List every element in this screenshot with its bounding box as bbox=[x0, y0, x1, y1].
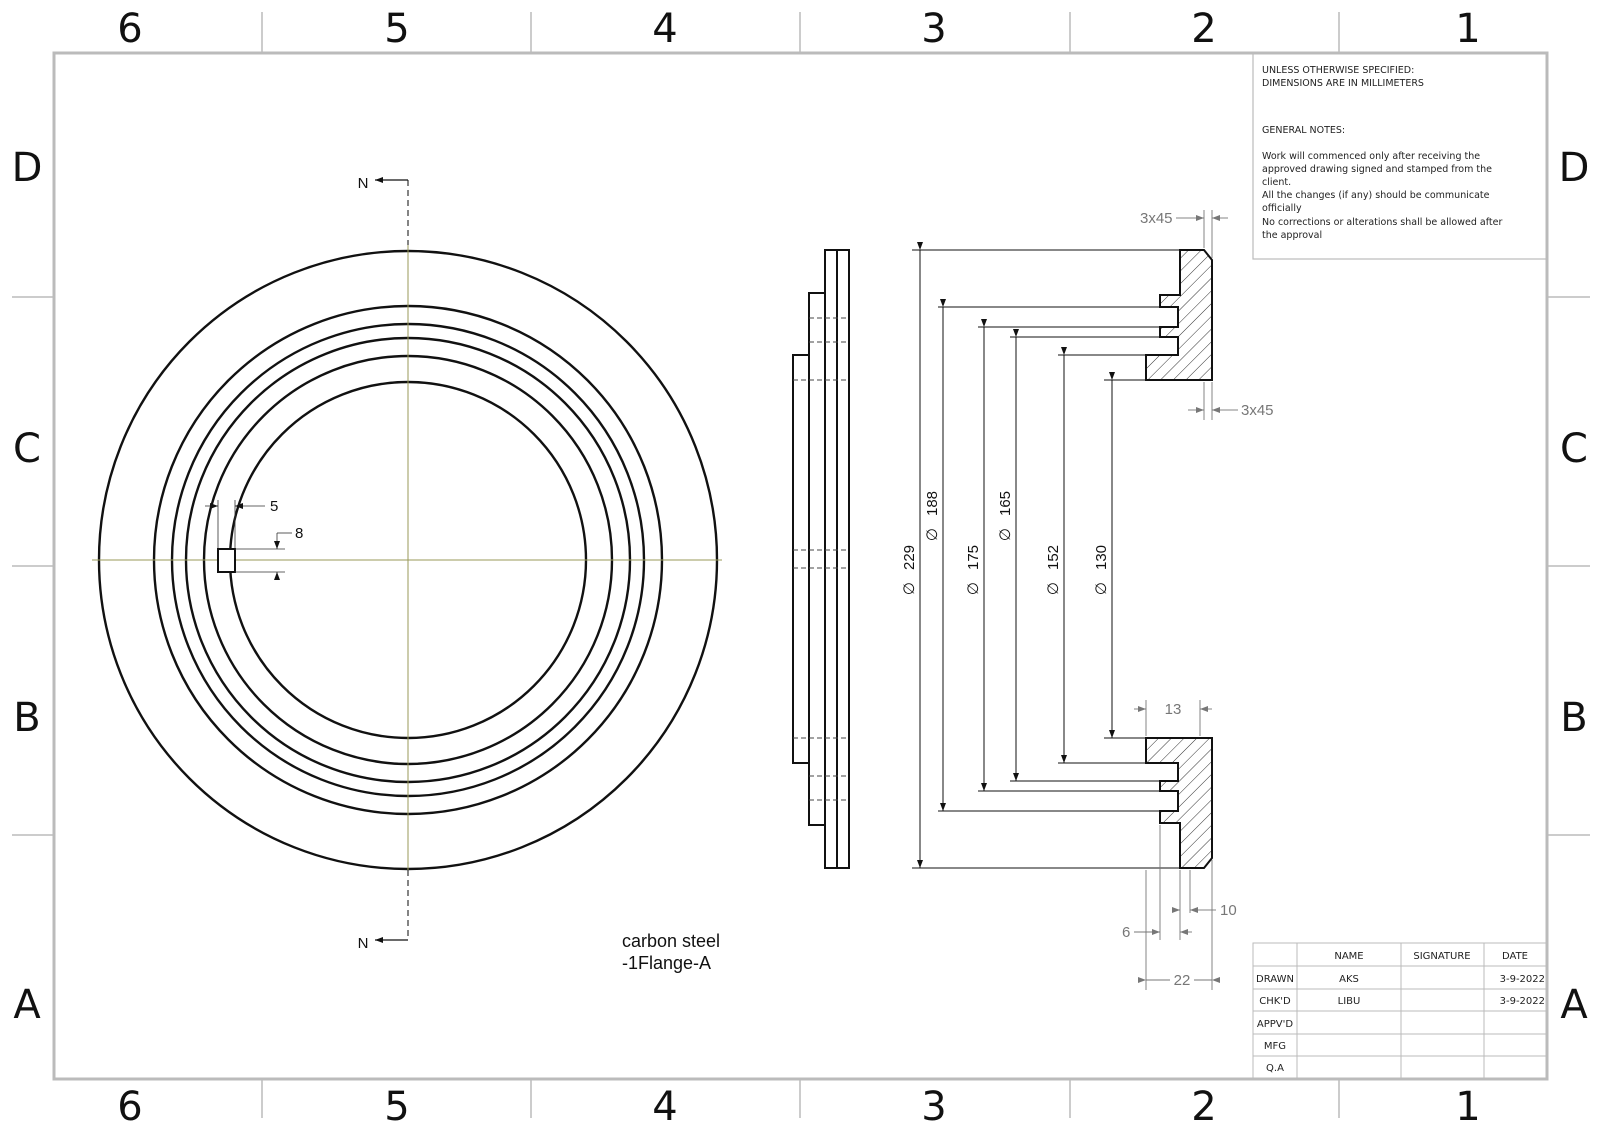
notes-line-3: client. bbox=[1262, 177, 1291, 188]
tb-row-drawn-date: 3-9-2022 bbox=[1500, 974, 1545, 985]
tb-row-mfg-role: MFG bbox=[1264, 1041, 1286, 1052]
dim-slot-height: 8 bbox=[295, 525, 303, 542]
notes-line-4: All the changes (if any) should be commu… bbox=[1262, 190, 1490, 201]
section-label-top: N bbox=[358, 175, 369, 192]
title-block: NAME SIGNATURE DATE DRAWN AKS 3-9-2022 C… bbox=[1252, 942, 1548, 1080]
dim-d130: 130 bbox=[1093, 545, 1110, 570]
zone-col-3-top: 3 bbox=[921, 6, 946, 52]
zone-row-labels-right: D C B A bbox=[1559, 145, 1590, 1028]
tb-row-qa-role: Q.A bbox=[1266, 1063, 1284, 1074]
zone-row-C-left: C bbox=[13, 426, 41, 472]
dim-d165: 165 bbox=[997, 491, 1014, 516]
dim-hub-13: 13 bbox=[1165, 701, 1182, 718]
zone-row-D-left: D bbox=[12, 145, 43, 191]
dim-chamfer-inner: 3x45 bbox=[1241, 402, 1274, 419]
zone-col-2-top: 2 bbox=[1191, 6, 1216, 52]
zone-row-B-right: B bbox=[1560, 695, 1587, 741]
notes-line-6: No corrections or alterations shall be a… bbox=[1262, 217, 1502, 228]
zone-col-5-top: 5 bbox=[384, 6, 409, 52]
tb-row-drawn-name: AKS bbox=[1339, 974, 1359, 985]
dim-d188-symbol: ∅ bbox=[924, 528, 941, 541]
side-view bbox=[792, 249, 850, 869]
zone-col-1-bottom: 1 bbox=[1455, 1084, 1480, 1130]
tb-header-signature: SIGNATURE bbox=[1413, 951, 1470, 962]
dim-d175: 175 bbox=[965, 545, 982, 570]
tb-row-checked-name: LIBU bbox=[1338, 996, 1361, 1007]
section-label-bottom: N bbox=[358, 935, 369, 952]
notes-unless: UNLESS OTHERWISE SPECIFIED: bbox=[1262, 65, 1414, 76]
material-line-1: carbon steel bbox=[622, 931, 720, 951]
dim-chamfer-top: 3x45 bbox=[1140, 210, 1173, 227]
sheet-border bbox=[52, 51, 1549, 1081]
tb-row-checked-role: CHK'D bbox=[1259, 996, 1291, 1007]
dim-step-10: 10 bbox=[1220, 902, 1237, 919]
dim-step-6: 6 bbox=[1122, 924, 1130, 941]
slot-notch bbox=[217, 548, 236, 573]
zone-row-labels-left: D C B A bbox=[12, 145, 43, 1028]
zone-column-labels-bottom: 6 5 4 3 2 1 bbox=[117, 1084, 1480, 1130]
material-line-2: -1Flange-A bbox=[622, 953, 711, 973]
zone-col-6-top: 6 bbox=[117, 6, 142, 52]
dim-d229: 229 bbox=[901, 545, 918, 570]
tb-header-date: DATE bbox=[1502, 951, 1528, 962]
zone-row-A-right: A bbox=[1560, 982, 1588, 1028]
dim-d188: 188 bbox=[924, 491, 941, 516]
dim-d152-symbol: ∅ bbox=[1045, 582, 1062, 595]
dim-d175-symbol: ∅ bbox=[965, 582, 982, 595]
zone-col-4-top: 4 bbox=[652, 6, 677, 52]
zone-col-3-bottom: 3 bbox=[921, 1084, 946, 1130]
notes-line-5: officially bbox=[1262, 203, 1302, 214]
zone-row-C-right: C bbox=[1560, 426, 1588, 472]
section-profile-bottom bbox=[1145, 737, 1213, 869]
zone-col-6-bottom: 6 bbox=[117, 1084, 142, 1130]
dim-d229-symbol: ∅ bbox=[901, 582, 918, 595]
zone-row-B-left: B bbox=[13, 695, 40, 741]
section-view: ∅ 229 ∅ 188 ∅ 175 ∅ 165 ∅ 152 ∅ 130 3x45 bbox=[901, 210, 1274, 990]
notes-line-1: Work will commenced only after receiving… bbox=[1262, 151, 1480, 162]
dim-thick-22: 22 bbox=[1174, 972, 1191, 989]
tb-header-name: NAME bbox=[1334, 951, 1363, 962]
notes-line-2: approved drawing signed and stamped from… bbox=[1262, 164, 1492, 175]
section-profile-top bbox=[1145, 249, 1213, 381]
general-notes-box: UNLESS OTHERWISE SPECIFIED: DIMENSIONS A… bbox=[1252, 52, 1548, 260]
notes-units: DIMENSIONS ARE IN MILLIMETERS bbox=[1262, 78, 1424, 89]
zone-col-4-bottom: 4 bbox=[652, 1084, 677, 1130]
zone-col-1-top: 1 bbox=[1455, 6, 1480, 52]
notes-heading: GENERAL NOTES: bbox=[1262, 125, 1345, 136]
notes-line-7: the approval bbox=[1262, 230, 1322, 241]
dim-d165-symbol: ∅ bbox=[997, 528, 1014, 541]
zone-row-D-right: D bbox=[1559, 145, 1590, 191]
front-view: N N 5 8 bbox=[92, 175, 722, 952]
zone-column-labels-top: 6 5 4 3 2 1 bbox=[117, 6, 1480, 52]
zone-row-A-left: A bbox=[13, 982, 41, 1028]
dim-d130-symbol: ∅ bbox=[1093, 582, 1110, 595]
tb-row-approved-role: APPV'D bbox=[1257, 1019, 1293, 1030]
dim-slot-width: 5 bbox=[270, 498, 278, 515]
zone-col-5-bottom: 5 bbox=[384, 1084, 409, 1130]
dim-d152: 152 bbox=[1045, 545, 1062, 570]
zone-ticks bbox=[12, 12, 1590, 1118]
tb-row-drawn-role: DRAWN bbox=[1256, 974, 1294, 985]
tb-row-checked-date: 3-9-2022 bbox=[1500, 996, 1545, 1007]
zone-col-2-bottom: 2 bbox=[1191, 1084, 1216, 1130]
